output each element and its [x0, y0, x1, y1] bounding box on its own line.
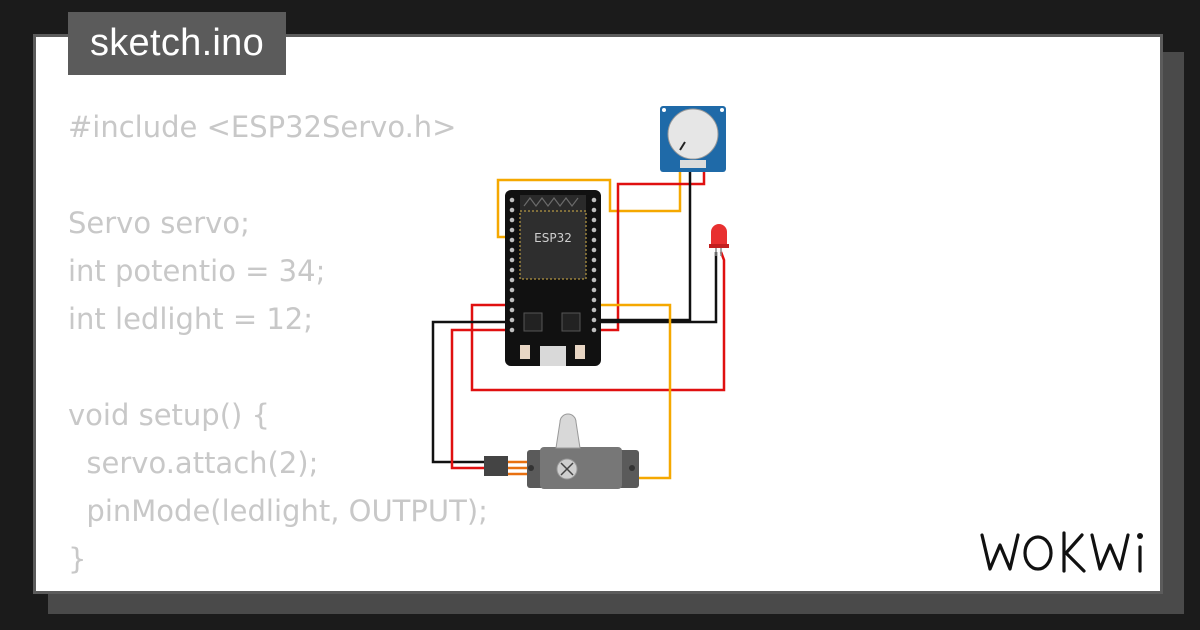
code-preview: #include <ESP32Servo.h> Servo servo; int…	[68, 103, 488, 583]
code-line: }	[68, 542, 87, 576]
wire-red	[450, 328, 510, 470]
file-tab[interactable]: sketch.ino	[68, 12, 286, 75]
wire-red	[597, 165, 706, 332]
code-line: #include <ESP32Servo.h>	[68, 110, 457, 144]
potentiometer[interactable]	[660, 106, 726, 172]
chip-label: ESP32	[534, 231, 572, 245]
code-line: pinMode(ledlight, OUTPUT);	[68, 494, 488, 528]
servo-motor[interactable]	[484, 413, 639, 489]
code-line: servo.attach(2);	[68, 446, 319, 480]
code-line: int potentio = 34;	[68, 254, 326, 288]
wire-red	[470, 251, 726, 392]
wire-black	[597, 165, 692, 322]
code-line: void setup() {	[68, 398, 270, 432]
wire-black	[431, 320, 510, 464]
code-line: int ledlight = 12;	[68, 302, 314, 336]
wire-black	[596, 252, 718, 324]
code-line: Servo servo;	[68, 206, 250, 240]
led[interactable]	[709, 224, 729, 256]
wire-orange	[496, 165, 682, 239]
wires	[431, 165, 726, 480]
esp32-board[interactable]: ESP32	[505, 190, 601, 366]
wokwi-logo	[980, 531, 1143, 573]
